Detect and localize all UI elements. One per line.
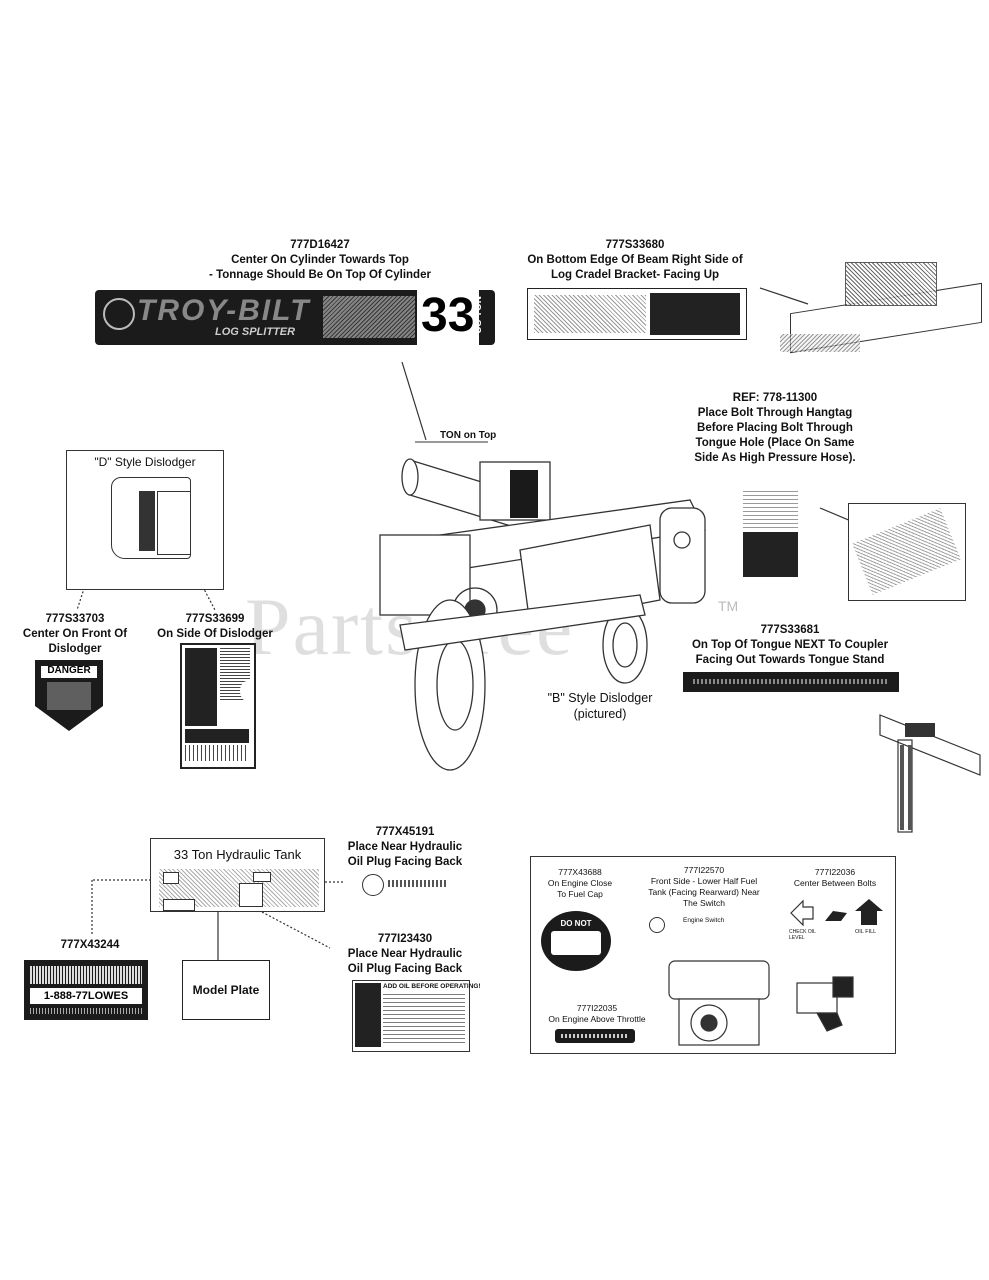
- part-number: 777X45191: [375, 826, 435, 838]
- decal-777x45191: [362, 872, 452, 896]
- engine-switch-text: Engine Switch: [683, 917, 725, 924]
- model-plate: Model Plate: [182, 960, 270, 1020]
- danger-text: DANGER: [47, 665, 91, 676]
- engine-decals-panel: 777X43688 On Engine Close To Fuel Cap DO…: [530, 856, 896, 1054]
- tonnage-panel: 33: [417, 289, 479, 345]
- part-number: 777S33703: [45, 613, 105, 625]
- placement-text: On Engine Above Throttle: [548, 1014, 646, 1024]
- placement-text: Front Side - Lower Half Fuel Tank (Facin…: [648, 876, 760, 908]
- oil-arrows-icon: [790, 899, 883, 927]
- hangtag: [735, 470, 805, 580]
- part-number: REF: 778-11300: [732, 392, 818, 404]
- d-style-dislodger-panel: "D" Style Dislodger: [66, 450, 224, 590]
- engine-side-illustration: [796, 976, 854, 1032]
- callout-778-11300: REF: 778-11300 Place Bolt Through Hangta…: [660, 391, 890, 466]
- lowes-phone: 1-888-77LOWES: [30, 988, 142, 1004]
- tank-title: 33 Ton Hydraulic Tank: [173, 847, 302, 862]
- callout-777d16427: 777D16427 Center On Cylinder Towards Top…: [185, 238, 455, 283]
- beam-illustration: [780, 262, 982, 372]
- part-number: 777S33680: [605, 239, 665, 251]
- add-oil-title: ADD OIL BEFORE OPERATING!: [383, 983, 481, 990]
- part-number: 777I22036: [814, 867, 856, 877]
- placement-text: On Side Of Dislodger: [157, 628, 273, 640]
- oil-decal: CHECK OIL LEVEL OIL FILL: [789, 899, 885, 941]
- b-style-label: "B" Style Dislodger (pictured): [547, 691, 653, 721]
- callout-777s33680: 777S33680 On Bottom Edge Of Beam Right S…: [500, 238, 770, 283]
- part-number: 777S33699: [185, 613, 245, 625]
- throttle-decal: [555, 1029, 635, 1043]
- trademark-mark: TM: [718, 598, 739, 614]
- hydraulic-tank-panel: 33 Ton Hydraulic Tank: [150, 838, 325, 912]
- add-oil-decal: ADD OIL BEFORE OPERATING!: [352, 980, 481, 1052]
- decal-777s33699: [180, 643, 256, 769]
- model-plate-label: Model Plate: [192, 983, 260, 997]
- warning-text-block: [650, 293, 740, 335]
- placement-text: On Engine Close To Fuel Cap: [547, 878, 613, 899]
- callout-777x43244: 777X43244: [40, 938, 140, 953]
- placement-text: Place Bolt Through Hangtag Before Placin…: [694, 407, 856, 464]
- part-number: 777S33681: [760, 624, 820, 636]
- decal-777s33681: [683, 672, 899, 692]
- oil-fill-label: OIL FILL: [855, 929, 877, 935]
- decal-777s33680: [527, 288, 747, 340]
- danger-decal: [35, 660, 103, 731]
- callout-777x45191: 777X45191 Place Near Hydraulic Oil Plug …: [330, 825, 480, 870]
- troybilt-decal: TROY-BILT LOG SPLITTER 33 US TON: [95, 289, 495, 345]
- warning-illustrations: [534, 295, 646, 333]
- feature-list: [323, 296, 415, 338]
- placement-text: On Bottom Edge Of Beam Right Side of Log…: [527, 254, 743, 281]
- troybilt-sub: LOG SPLITTER: [215, 326, 296, 338]
- placement-text: Center On Cylinder Towards Top - Tonnage…: [209, 254, 431, 281]
- d-style-label: "D" Style Dislodger: [94, 455, 196, 469]
- log-splitter-illustration: [379, 458, 706, 771]
- troybilt-logo-icon: [103, 298, 135, 330]
- tongue-detail: [848, 503, 966, 601]
- placement-text: Center Between Bolts: [793, 878, 877, 888]
- part-number: 777I22035: [576, 1003, 618, 1013]
- ton-on-top-label: TON on Top: [440, 430, 497, 441]
- callout-777i22570: 777I22570 Front Side - Lower Half Fuel T…: [629, 865, 779, 909]
- placement-text: Place Near Hydraulic Oil Plug Facing Bac…: [347, 948, 463, 975]
- placement-text: Center On Front Of Dislodger: [22, 628, 128, 655]
- part-number: 777D16427: [290, 239, 350, 251]
- part-number: 777X43688: [558, 867, 602, 877]
- callout-777s33699: 777S33699 On Side Of Dislodger: [150, 612, 280, 642]
- part-number: 777I23430: [377, 933, 433, 945]
- callout-777s33703: 777S33703 Center On Front Of Dislodger: [10, 612, 140, 657]
- tonnage-number: 33: [421, 289, 475, 342]
- callout-777x43688: 777X43688 On Engine Close To Fuel Cap: [531, 867, 629, 900]
- part-number: 777X43244: [60, 939, 120, 951]
- callout-777s33681: 777S33681 On Top Of Tongue NEXT To Coupl…: [670, 623, 910, 668]
- placement-text: Place Near Hydraulic Oil Plug Facing Bac…: [347, 841, 463, 868]
- fuel-cap-decal: DO NOT: [541, 911, 611, 971]
- placement-text: On Top Of Tongue NEXT To Coupler Facing …: [691, 639, 889, 666]
- callout-777i23430: 777I23430 Place Near Hydraulic Oil Plug …: [330, 932, 480, 977]
- callout-777i22035: 777I22035 On Engine Above Throttle: [537, 1003, 657, 1025]
- tongue-stand-illustration: [879, 714, 981, 833]
- check-oil-label: CHECK OIL LEVEL: [789, 929, 816, 941]
- troybilt-brand: TROY-BILT: [137, 294, 311, 327]
- engine-illustration: [668, 960, 770, 1046]
- do-not-text: DO NOT: [560, 919, 592, 928]
- lowes-decal: 1-888-77LOWES: [24, 960, 148, 1020]
- part-number: 777I22570: [683, 865, 725, 875]
- switch-decal: Engine Switch: [649, 915, 749, 935]
- callout-777i22036: 777I22036 Center Between Bolts: [779, 867, 891, 889]
